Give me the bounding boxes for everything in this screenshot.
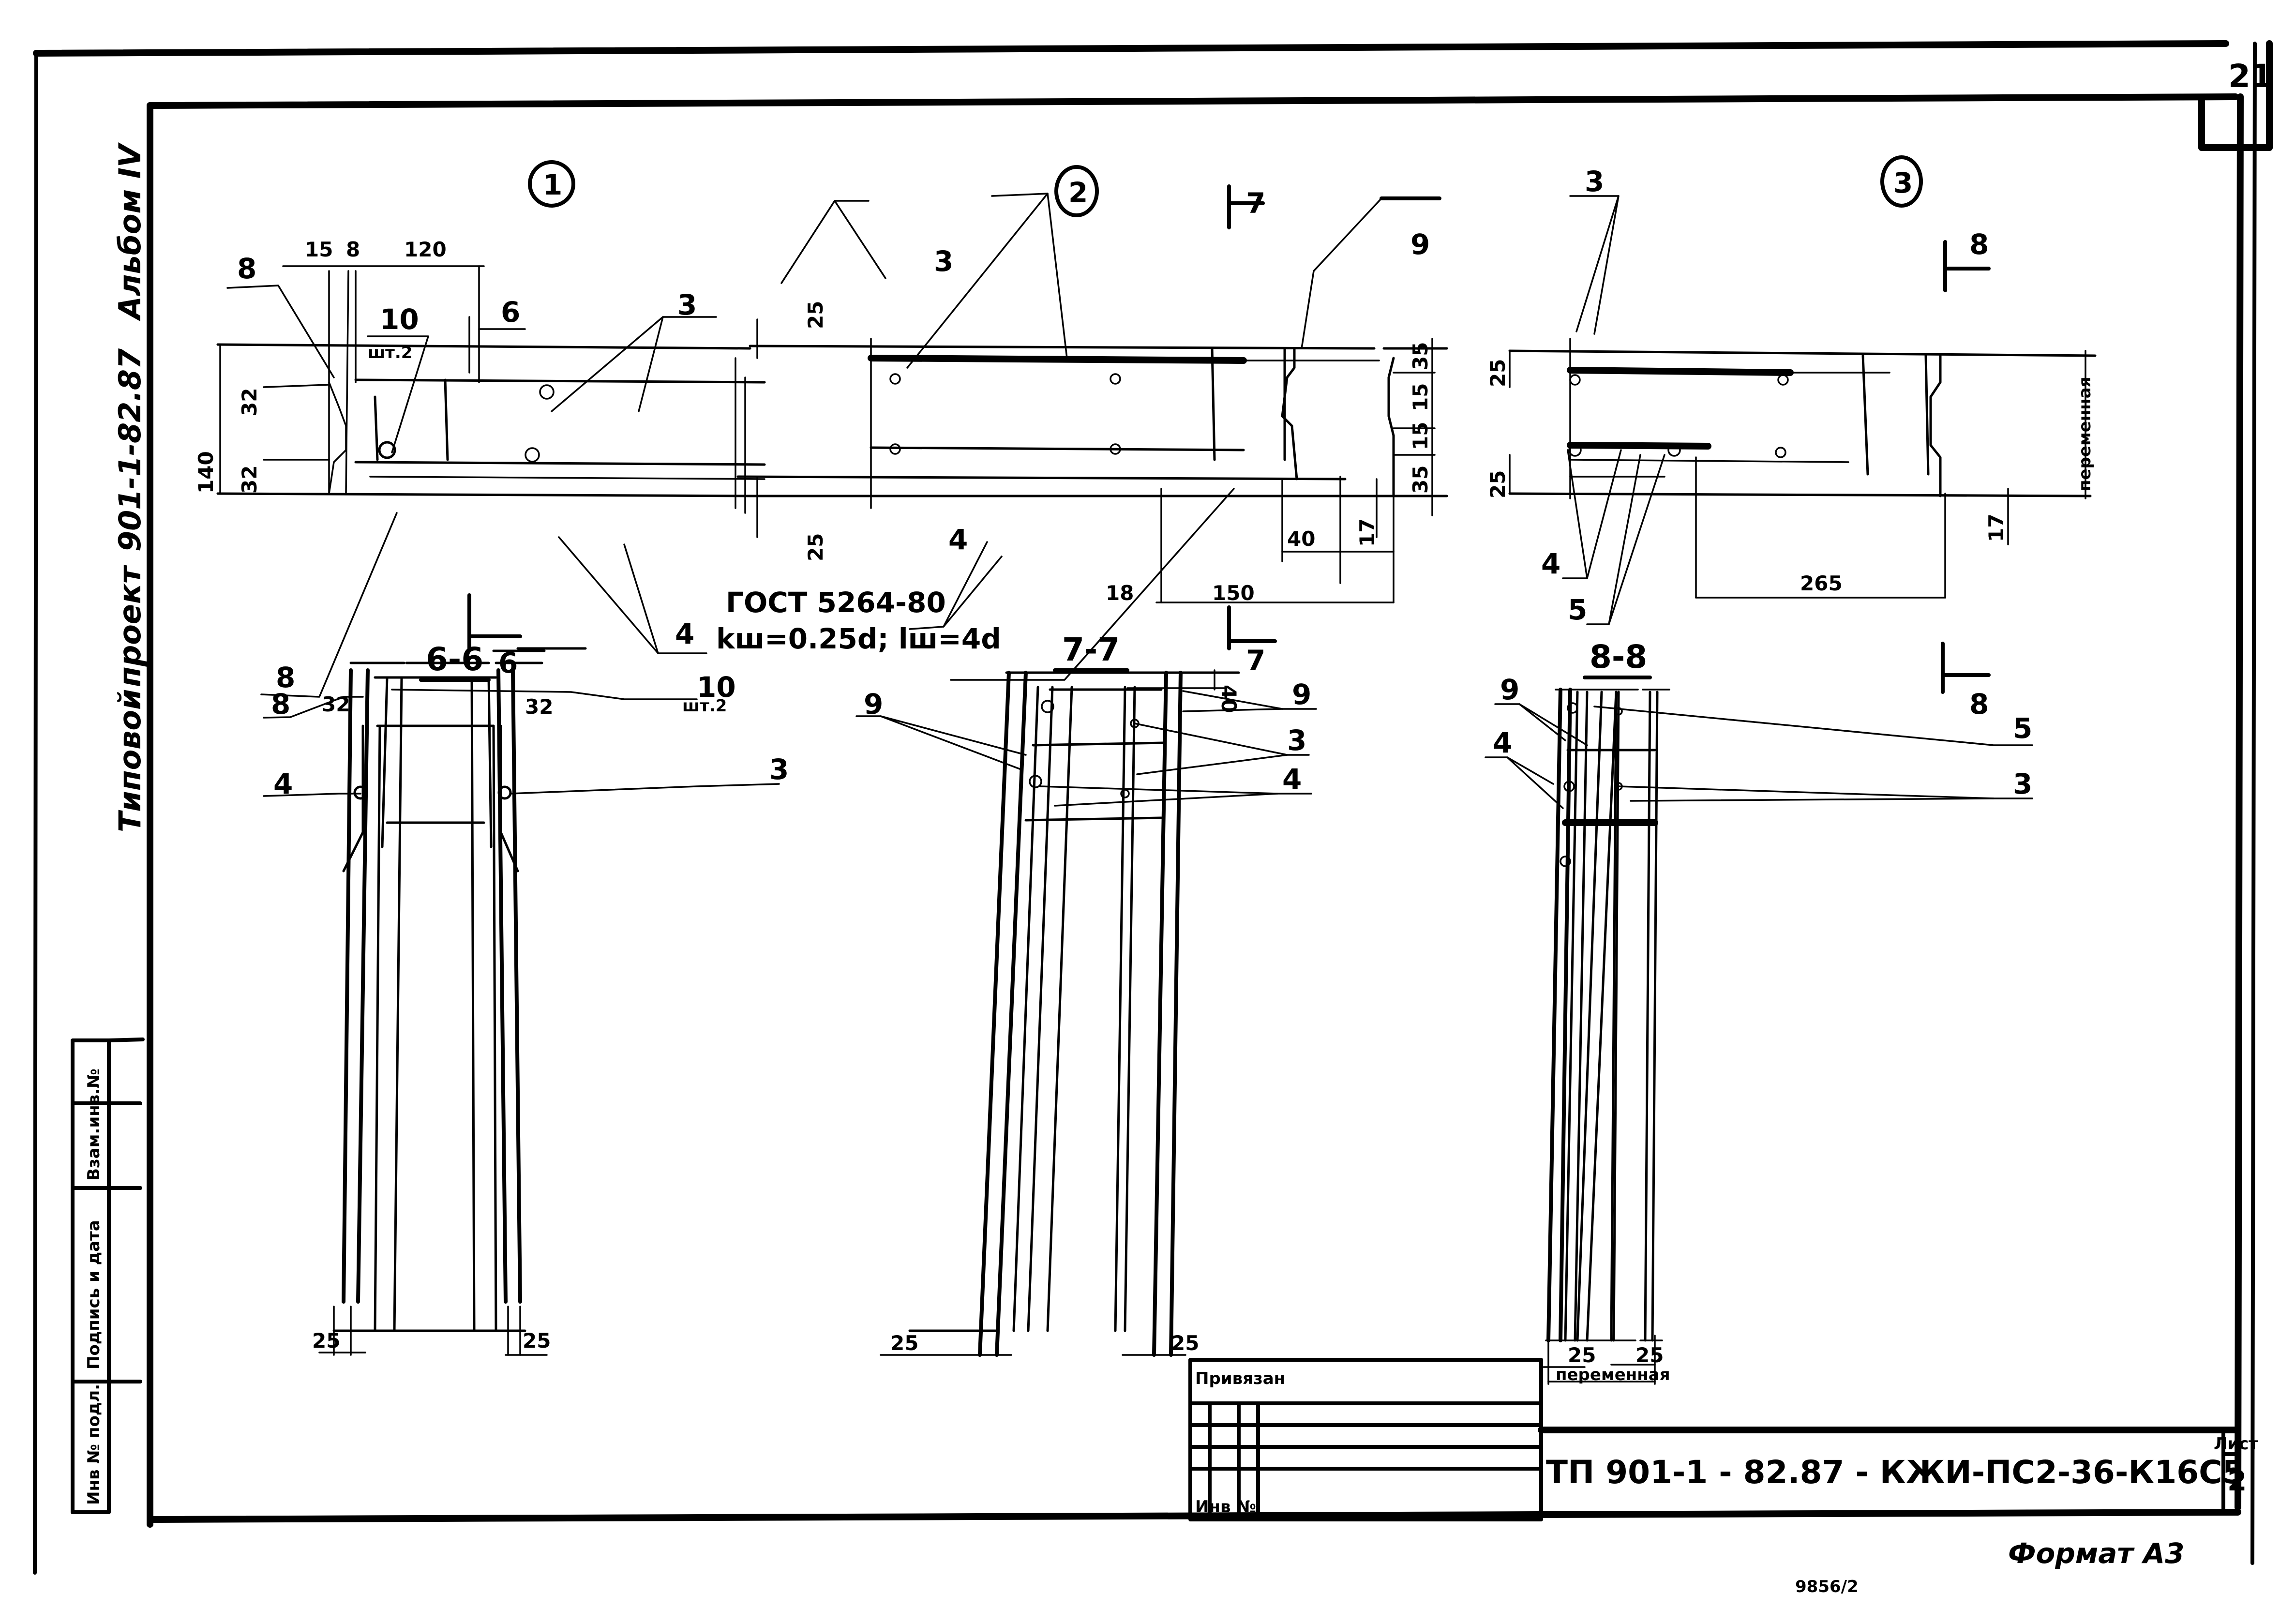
dim-label: 25 — [1568, 1343, 1596, 1367]
position-label: 9 — [1292, 678, 1311, 711]
side-stamp-cell: Взам.инв.№ — [84, 1068, 104, 1181]
page-number: 21 — [2228, 58, 2273, 95]
position-label: 4 — [1493, 726, 1512, 759]
detail-2 — [735, 165, 1448, 681]
position-label: 3 — [677, 288, 697, 321]
section-title: 7-7 — [1062, 631, 1120, 668]
detail-1-number: 1 — [543, 168, 562, 201]
dim-label: 8 — [346, 238, 360, 261]
outer-frame — [33, 40, 2273, 1575]
title-block — [1188, 1358, 2241, 1521]
position-label: 9 — [1500, 673, 1519, 706]
position-label: 4 — [675, 617, 694, 650]
dim-label: 25 — [1635, 1343, 1664, 1367]
section-title: 8-8 — [1590, 638, 1647, 676]
side-stamp — [71, 1038, 145, 1514]
dim-label-variable: переменная — [2075, 376, 2095, 491]
side-stamp-cell: Инв № подл. — [84, 1384, 104, 1505]
dim-label: 25 — [1171, 1331, 1199, 1355]
bound-label: Привязан — [1195, 1369, 1285, 1388]
weld-standard: ГОСТ 5264-80 — [726, 586, 946, 619]
weld-params: kш=0.25d; lш=4d — [716, 622, 1001, 655]
section-mark-label: 7 — [1246, 644, 1265, 677]
side-title: Типовой проект 901-1-82.87 Альбом IV — [112, 142, 148, 832]
position-label: 4 — [1541, 547, 1560, 580]
dim-label: 25 — [1486, 470, 1510, 498]
archive-number: 9856/2 — [1795, 1577, 1859, 1596]
position-label: 8 — [271, 688, 290, 721]
document-code: ТП 901-1 - 82.87 - КЖИ-ПС2-36-К16С5 — [1546, 1454, 2245, 1491]
dim-label: 25 — [1486, 359, 1510, 387]
position-label: 3 — [769, 753, 789, 786]
position-label: 5 — [2013, 712, 2032, 745]
section-mark-label: 7 — [1246, 187, 1265, 220]
position-label: 9 — [1410, 228, 1430, 261]
section-8-8 — [1485, 688, 2033, 1385]
position-label: 6 — [501, 296, 520, 329]
dim-label: 35 — [1409, 466, 1432, 494]
side-title-project-code: 901-1-82.87 — [112, 348, 148, 552]
dim-label: 40 — [1217, 685, 1241, 713]
dim-label: 150 — [1212, 581, 1255, 605]
position-label: 9 — [864, 688, 883, 721]
section-7-7 — [855, 669, 1317, 1357]
detail-1: 1 — [216, 160, 766, 698]
dim-label: 32 — [525, 695, 553, 719]
sheet-value: 2 — [2227, 1464, 2247, 1497]
dim-label: 17 — [1984, 514, 2008, 542]
dim-label: 265 — [1800, 571, 1843, 595]
position-label: 10 — [697, 671, 736, 704]
position-label: 5 — [1568, 593, 1587, 626]
dim-label: 25 — [312, 1329, 340, 1353]
position-label: 3 — [1585, 165, 1604, 198]
dim-label-variable: переменная — [1556, 1365, 1670, 1384]
dim-label: 18 — [1106, 581, 1134, 605]
dim-label: 25 — [890, 1331, 918, 1355]
side-title-type: Типовой — [112, 689, 148, 832]
dim-label: 32 — [322, 692, 350, 716]
dim-label: 25 — [804, 301, 827, 329]
dim-label: 140 — [194, 451, 218, 494]
side-title-project-word: проект — [112, 565, 148, 687]
position-qty: шт.2 — [682, 696, 727, 716]
sheet-label: Лист — [2214, 1434, 2258, 1454]
detail-3 — [1508, 155, 2097, 694]
dim-label: 15 — [305, 238, 333, 261]
section-title: 6-6 — [426, 641, 483, 678]
section-mark-label: 8 — [1969, 688, 1989, 721]
position-qty: шт.2 — [368, 343, 412, 362]
position-label: 8 — [276, 661, 295, 694]
dim-label: 15 — [1409, 422, 1432, 450]
dim-label: 25 — [523, 1329, 551, 1353]
position-label: 3 — [2013, 767, 2032, 800]
dim-label: 40 — [1287, 527, 1315, 551]
detail-2-number: 2 — [1068, 176, 1088, 209]
dim-label: 15 — [1409, 383, 1432, 411]
format-label: Формат А3 — [2008, 1537, 2184, 1570]
position-label: 3 — [1287, 724, 1306, 757]
side-title-album: Альбом IV — [112, 142, 148, 322]
dim-label: 17 — [1355, 519, 1379, 547]
dim-label: 25 — [804, 533, 827, 561]
position-label: 4 — [273, 767, 293, 800]
inv-label: Инв № — [1195, 1497, 1256, 1517]
dim-label: 35 — [1409, 342, 1432, 370]
section-6-6 — [263, 647, 780, 1356]
position-label: 4 — [1282, 763, 1302, 796]
dim-label: 120 — [404, 238, 447, 261]
detail-3-number: 3 — [1893, 166, 1913, 199]
dim-label: 32 — [238, 466, 261, 494]
dim-label: 32 — [238, 388, 261, 416]
position-label: 4 — [948, 523, 968, 556]
position-label: 10 — [380, 303, 419, 336]
side-stamp-cell: Подпись и дата — [84, 1220, 104, 1369]
section-mark-label: 8 — [1969, 228, 1989, 261]
position-label: 3 — [934, 245, 953, 278]
position-label: 8 — [237, 252, 256, 285]
